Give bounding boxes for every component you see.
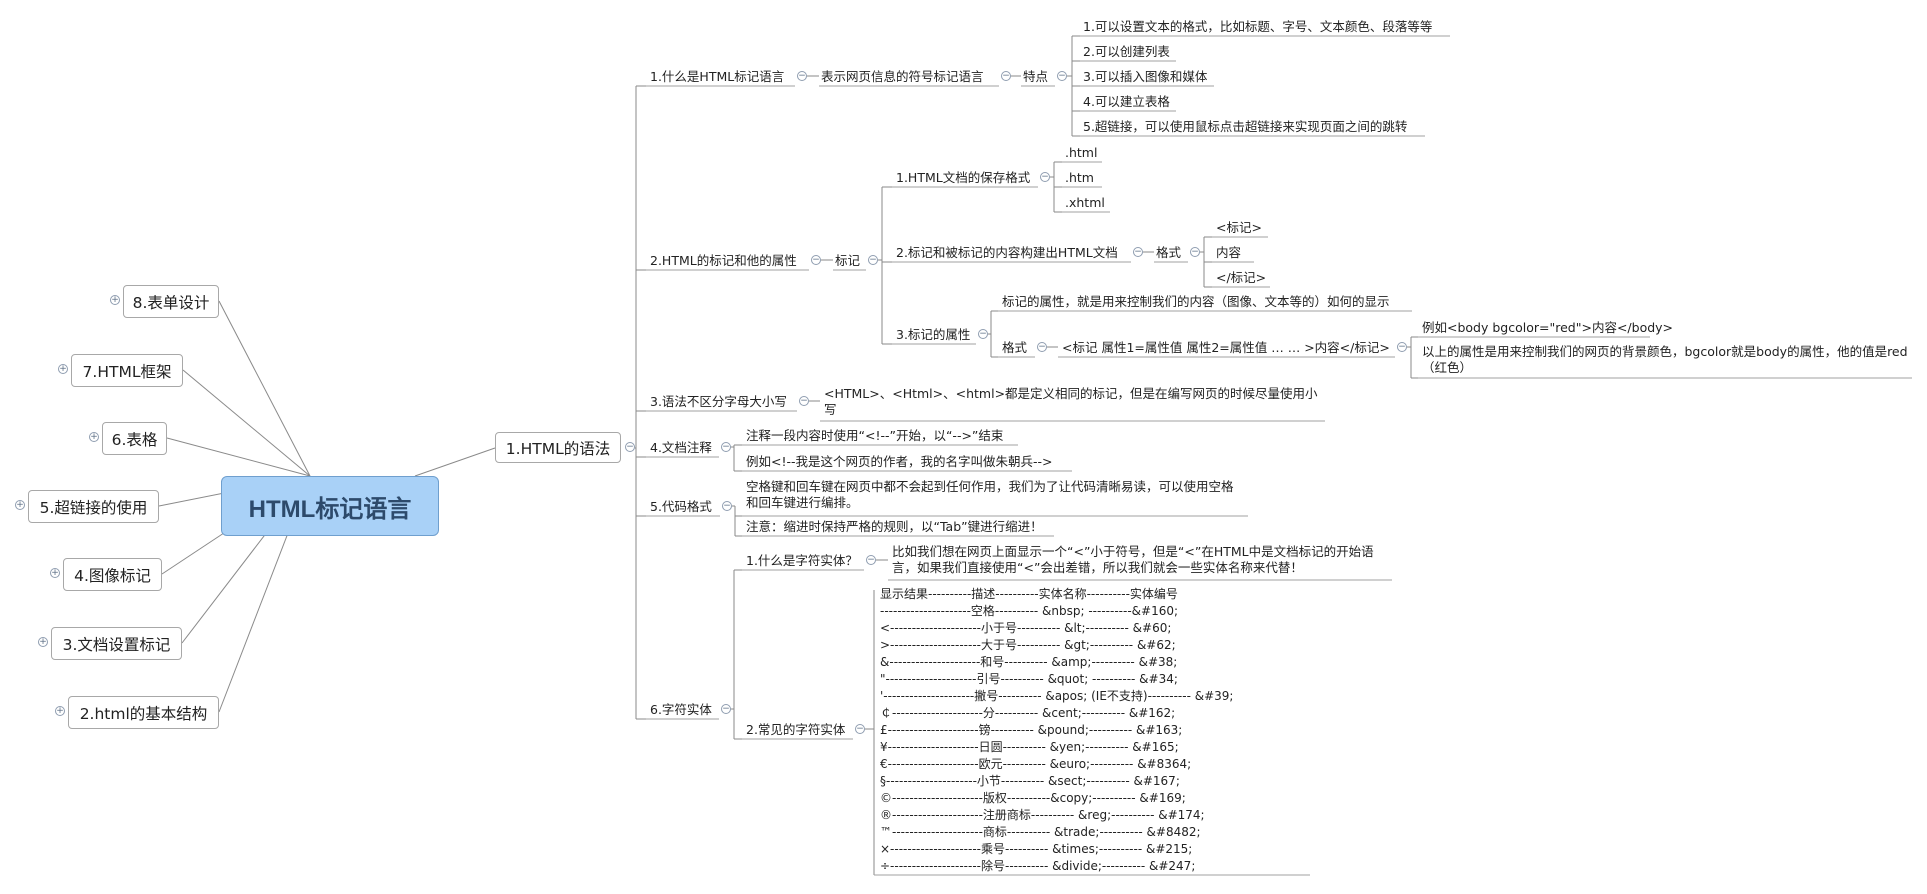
format-item[interactable]: .xhtml [1065, 195, 1105, 210]
entity-row: ©---------------------版权----------&copy;… [880, 791, 1186, 805]
node-code-format[interactable]: 5.代码格式 [650, 499, 712, 514]
entity-row: ×---------------------乘号---------- &time… [880, 842, 1193, 856]
collapse-icon[interactable] [797, 71, 807, 81]
entity-row: ™---------------------商标---------- &trad… [880, 825, 1201, 839]
collapse-icon[interactable] [855, 724, 865, 734]
collapse-icon[interactable] [722, 501, 732, 511]
format-item[interactable]: .htm [1065, 170, 1094, 185]
expand-icon[interactable] [58, 364, 68, 374]
node-what-is-entity[interactable]: 1.什么是字符实体？ [746, 553, 858, 568]
feature-item[interactable]: 5.超链接，可以使用鼠标点击超链接来实现页面之间的跳转 [1083, 119, 1408, 134]
topic-table[interactable]: 6.表格 [102, 422, 167, 455]
entity-row: §---------------------小节---------- &sect… [880, 774, 1180, 788]
node-comments[interactable]: 4.文档注释 [650, 440, 712, 455]
collapse-icon[interactable] [1190, 247, 1200, 257]
comment-item[interactable]: 例如<!--我是这个网页的作者，我的名字叫做朱朝兵--> [746, 454, 1053, 469]
topic-basic-structure[interactable]: 2.html的基本结构 [68, 696, 219, 729]
case-insensitive-note[interactable]: <HTML>、<Html>、<html>都是定义相同的标记，但是在编写网页的时候… [824, 386, 1318, 417]
collapse-icon[interactable] [721, 704, 731, 714]
entity-row: €---------------------欧元---------- &euro… [880, 757, 1192, 771]
format-item[interactable]: </标记> [1216, 270, 1267, 285]
collapse-icon[interactable] [1037, 342, 1047, 352]
expand-icon[interactable] [89, 432, 99, 442]
central-topic[interactable]: HTML标记语言 [221, 476, 439, 536]
node-tag-attributes[interactable]: 3.标记的属性 [896, 327, 971, 342]
expand-icon[interactable] [15, 500, 25, 510]
connector-line [414, 447, 496, 477]
collapse-icon[interactable] [978, 329, 988, 339]
attribute-syntax[interactable]: <标记 属性1=属性值 属性2=属性值 … … >内容</标记> [1062, 340, 1390, 355]
collapse-icon[interactable] [625, 442, 635, 452]
feature-item[interactable]: 3.可以插入图像和媒体 [1083, 69, 1208, 84]
collapse-icon[interactable] [1001, 71, 1011, 81]
feature-item[interactable]: 1.可以设置文本的格式，比如标题、字号、文本颜色、段落等等 [1083, 19, 1433, 34]
node-tags-attributes[interactable]: 2.HTML的标记和他的属性 [650, 253, 797, 268]
entity-row: >---------------------大于号---------- &gt;… [880, 638, 1176, 652]
entity-row: ¥---------------------日圆---------- &yen;… [880, 740, 1179, 754]
node-case-insensitive[interactable]: 3.语法不区分字母大小写 [650, 394, 787, 409]
feature-item[interactable]: 4.可以建立表格 [1083, 94, 1170, 109]
topic-doc-settings[interactable]: 3.文档设置标记 [51, 627, 182, 660]
entity-row: '---------------------撇号---------- &apos… [880, 689, 1234, 703]
attribute-example[interactable]: 例如<body bgcolor="red">内容</body> [1422, 320, 1674, 335]
entity-row: <---------------------小于号---------- &lt;… [880, 621, 1172, 635]
node-tag[interactable]: 标记 [835, 253, 861, 268]
connector-line [166, 437, 311, 477]
node-features[interactable]: 特点 [1023, 69, 1049, 84]
node-common-entities[interactable]: 2.常见的字符实体 [746, 722, 846, 737]
collapse-icon[interactable] [1040, 172, 1050, 182]
collapse-icon[interactable] [799, 396, 809, 406]
collapse-icon[interactable] [1057, 71, 1067, 81]
collapse-icon[interactable] [721, 442, 731, 452]
entity-explanation[interactable]: 比如我们想在网页上面显示一个“<”小于符号，但是“<”在HTML中是文档标记的开… [892, 544, 1374, 575]
expand-icon[interactable] [50, 568, 60, 578]
topic-html-frame[interactable]: 7.HTML框架 [71, 354, 183, 387]
entity-row: &---------------------和号---------- &amp;… [880, 655, 1178, 669]
entity-table-header: 显示结果----------描述----------实体名称----------… [880, 587, 1178, 601]
node-build-document[interactable]: 2.标记和被标记的内容构建出HTML文档 [896, 245, 1118, 260]
connector-line [218, 300, 311, 477]
entity-row: ￠---------------------分---------- &cent;… [880, 706, 1176, 720]
entity-row: "---------------------引号---------- &quot… [880, 672, 1178, 686]
collapse-icon[interactable] [868, 255, 878, 265]
connector-line [182, 369, 311, 477]
attribute-description[interactable]: 标记的属性，就是用来控制我们的内容（图像、文本等的）如何的显示 [1002, 294, 1390, 309]
format-item[interactable]: <标记> [1216, 220, 1262, 235]
feature-item[interactable]: 2.可以创建列表 [1083, 44, 1170, 59]
collapse-icon[interactable] [811, 255, 821, 265]
topic-hyperlink[interactable]: 5.超链接的使用 [28, 490, 159, 523]
code-format-item[interactable]: 注意：缩进时保持严格的规则，以“Tab”键进行缩进！ [746, 519, 1043, 534]
expand-icon[interactable] [55, 706, 65, 716]
entity-row: £---------------------镑---------- &pound… [880, 723, 1183, 737]
node-format[interactable]: 格式 [1156, 245, 1182, 260]
collapse-icon[interactable] [866, 555, 876, 565]
expand-icon[interactable] [38, 637, 48, 647]
topic-html-syntax[interactable]: 1.HTML的语法 [495, 432, 621, 463]
node-format[interactable]: 格式 [1002, 340, 1028, 355]
entity-row: ®---------------------注册商标---------- &re… [880, 808, 1205, 822]
attribute-explanation[interactable]: 以上的属性是用来控制我们的网页的背景颜色，bgcolor就是body的属性，他的… [1422, 344, 1908, 375]
collapse-icon[interactable] [1133, 247, 1143, 257]
format-item[interactable]: 内容 [1216, 245, 1242, 260]
expand-icon[interactable] [110, 295, 120, 305]
collapse-icon[interactable] [1397, 342, 1407, 352]
format-item[interactable]: .html [1065, 145, 1098, 160]
node-what-is-html[interactable]: 1.什么是HTML标记语言 [650, 69, 785, 84]
entity-row: ÷---------------------除号---------- &divi… [880, 859, 1196, 873]
node-character-entities[interactable]: 6.字符实体 [650, 702, 712, 717]
topic-image-tag[interactable]: 4.图像标记 [63, 558, 162, 591]
node-html-definition[interactable]: 表示网页信息的符号标记语言 [821, 69, 984, 84]
comment-item[interactable]: 注释一段内容时使用“<!--”开始，以“-->”结束 [746, 428, 1004, 443]
entity-row: ---------------------空格---------- &nbsp;… [880, 604, 1179, 618]
code-format-item[interactable]: 空格键和回车键在网页中都不会起到任何作用，我们为了让代码清晰易读，可以使用空格和… [746, 479, 1234, 510]
node-save-format[interactable]: 1.HTML文档的保存格式 [896, 170, 1031, 185]
topic-form-design[interactable]: 8.表单设计 [123, 285, 219, 318]
